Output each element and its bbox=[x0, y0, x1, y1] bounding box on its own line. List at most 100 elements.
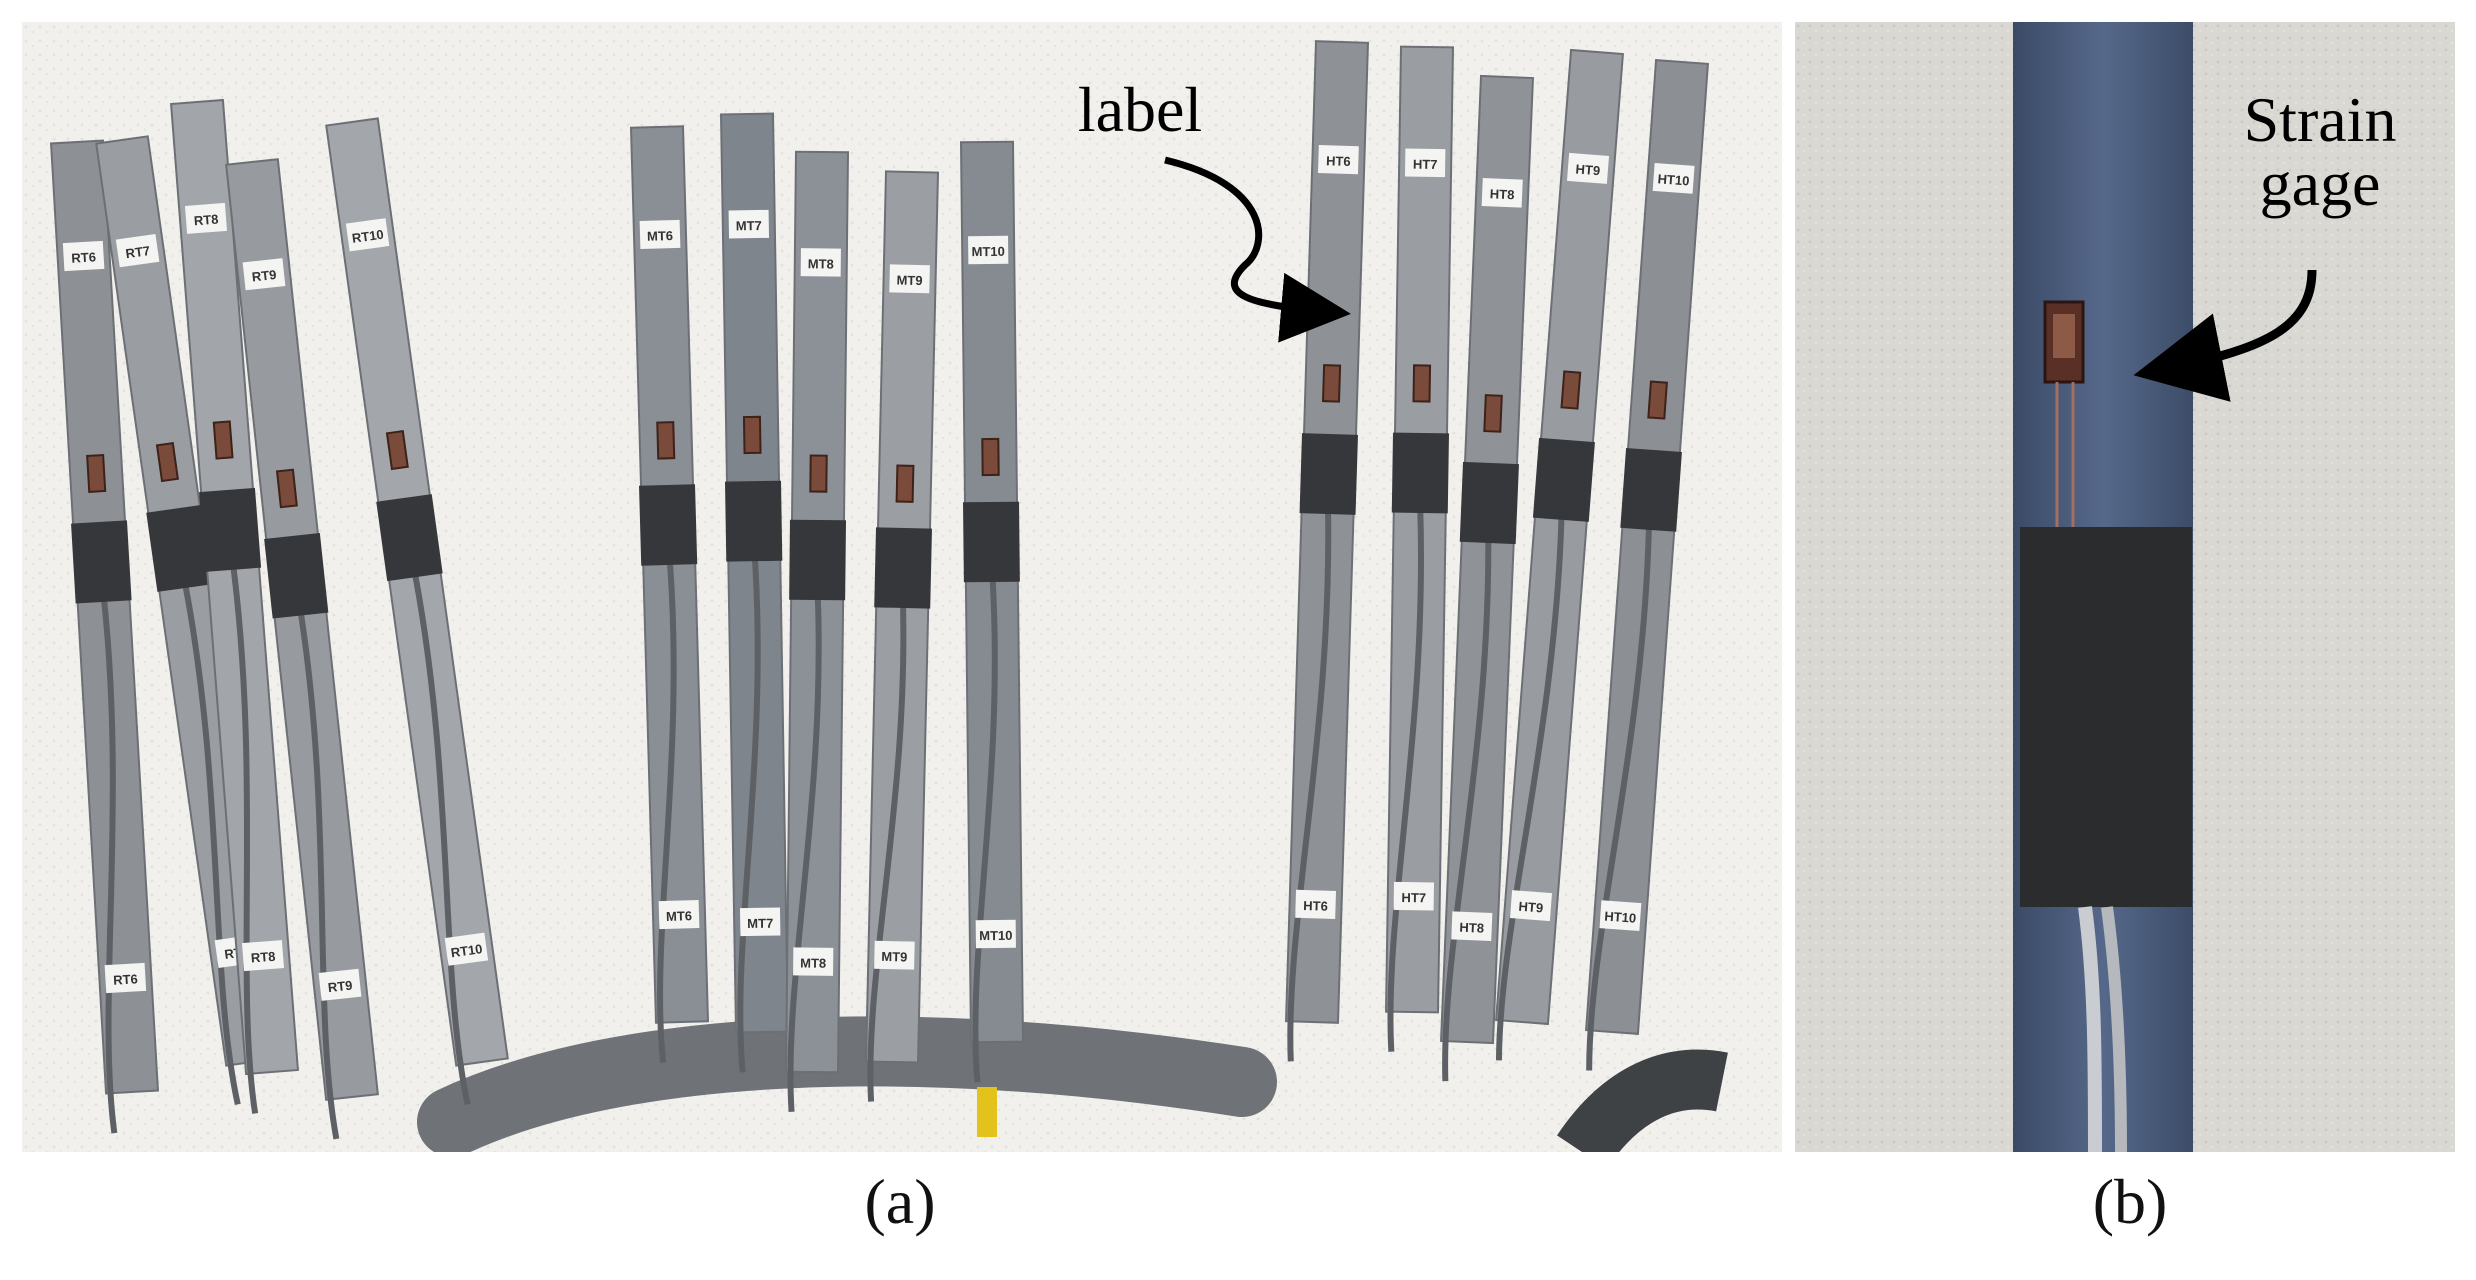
cable bbox=[410, 563, 471, 1105]
photo-panel-b bbox=[1795, 22, 2455, 1152]
closeup-photo bbox=[1795, 22, 2455, 1152]
label-text: RT8 bbox=[193, 211, 219, 228]
strip-label: MT8 bbox=[800, 248, 841, 277]
label-sticker bbox=[241, 940, 285, 972]
protective-tape bbox=[1299, 433, 1358, 515]
label-text: RT9 bbox=[327, 978, 353, 996]
cable bbox=[1586, 517, 1653, 1071]
cable bbox=[737, 545, 761, 1073]
label-text: RT6 bbox=[71, 249, 96, 265]
label-sticker bbox=[793, 947, 834, 976]
cable bbox=[1442, 530, 1492, 1082]
strip-label: MT6 bbox=[639, 219, 681, 249]
label-text: MT8 bbox=[800, 955, 826, 970]
strain-gage bbox=[212, 420, 234, 460]
cable-bundle bbox=[1557, 1049, 1728, 1152]
label-text: MT7 bbox=[736, 218, 762, 233]
label-text: MT10 bbox=[972, 244, 1005, 259]
label-sticker bbox=[639, 219, 681, 249]
cable bbox=[2101, 906, 2127, 1152]
label-sticker bbox=[184, 202, 228, 234]
strain-gage bbox=[809, 454, 828, 493]
label-text: MT7 bbox=[747, 916, 773, 931]
label-text: RT10 bbox=[351, 227, 385, 246]
cable bbox=[1387, 500, 1425, 1052]
strain-gage bbox=[742, 415, 762, 455]
annotation-line: gage bbox=[2259, 148, 2381, 219]
label-sticker bbox=[345, 218, 390, 252]
strip-label: HT8 bbox=[1481, 177, 1523, 208]
label-text: MT10 bbox=[979, 928, 1012, 943]
strain-gage bbox=[155, 442, 179, 483]
strip-label: HT9 bbox=[1566, 152, 1610, 184]
strain-gage bbox=[895, 464, 915, 503]
label-text: RT8 bbox=[250, 949, 276, 966]
yellow-tie bbox=[977, 1087, 997, 1137]
label-text: HT6 bbox=[1303, 898, 1328, 914]
strip-label: HT6 bbox=[1295, 889, 1337, 920]
strip-label: MT9 bbox=[889, 264, 930, 294]
label-text: HT10 bbox=[1657, 171, 1690, 188]
cable bbox=[657, 547, 677, 1063]
label-text: RT6 bbox=[113, 971, 138, 987]
label-sticker bbox=[1566, 152, 1610, 184]
protective-tape bbox=[963, 501, 1020, 583]
protective-tape bbox=[1532, 437, 1595, 522]
cable bbox=[2078, 906, 2102, 1152]
strip-label: HT6 bbox=[1317, 144, 1359, 175]
protective-tape bbox=[376, 494, 443, 582]
strip-label: HT7 bbox=[1393, 881, 1435, 911]
strip-label: RT7 bbox=[115, 233, 160, 268]
label-text: HT9 bbox=[1518, 899, 1544, 916]
cable bbox=[867, 590, 907, 1102]
label-sticker bbox=[1481, 177, 1523, 208]
protective-tape bbox=[146, 504, 213, 592]
label-sticker bbox=[658, 900, 700, 930]
strip-label: HT9 bbox=[1509, 890, 1553, 922]
strip-label: HT10 bbox=[1599, 900, 1642, 932]
label-sticker bbox=[889, 264, 930, 294]
cable bbox=[229, 557, 259, 1114]
cable bbox=[296, 600, 340, 1140]
label-text: RT9 bbox=[251, 267, 277, 285]
strain-gage bbox=[1321, 364, 1342, 403]
cable bbox=[972, 564, 998, 1083]
protective-tape bbox=[1620, 447, 1682, 532]
strain-gage bbox=[86, 453, 107, 493]
label-sticker bbox=[728, 209, 770, 239]
strip-label: HT10 bbox=[1652, 162, 1695, 194]
caption-b: (b) bbox=[2092, 1166, 2168, 1237]
protective-tape bbox=[2020, 527, 2192, 907]
label-text: RT10 bbox=[450, 941, 484, 960]
cable bbox=[787, 584, 822, 1112]
strip-label: RT8 bbox=[241, 940, 285, 972]
protective-tape bbox=[874, 527, 932, 609]
label-sticker bbox=[1599, 900, 1642, 932]
label-sticker bbox=[104, 962, 147, 994]
label-text: HT9 bbox=[1575, 161, 1601, 178]
label-text: MT9 bbox=[896, 273, 922, 289]
strip-label: MT10 bbox=[975, 919, 1016, 949]
strips-photo: RT6RT6RT7RT7RT8RT8RT9RT9RT10RT10MT6MT6MT… bbox=[22, 22, 1782, 1152]
strip-group: RT6RT6RT7RT7RT8RT8RT9RT9RT10RT10MT6MT6MT… bbox=[49, 40, 1710, 1140]
strip-label: RT9 bbox=[318, 968, 362, 1001]
strain-gage-annotation: Strain gage bbox=[2200, 88, 2440, 216]
strip-label: HT7 bbox=[1404, 148, 1446, 178]
label-sticker bbox=[975, 919, 1016, 949]
strip-label: RT10 bbox=[345, 218, 390, 252]
cable bbox=[1287, 502, 1332, 1062]
protective-tape bbox=[639, 484, 698, 566]
strip-label: MT6 bbox=[658, 900, 700, 930]
gage-grid bbox=[2053, 314, 2075, 358]
label-text: HT8 bbox=[1459, 920, 1484, 936]
label-text: HT10 bbox=[1604, 908, 1637, 925]
label-sticker bbox=[800, 248, 841, 277]
